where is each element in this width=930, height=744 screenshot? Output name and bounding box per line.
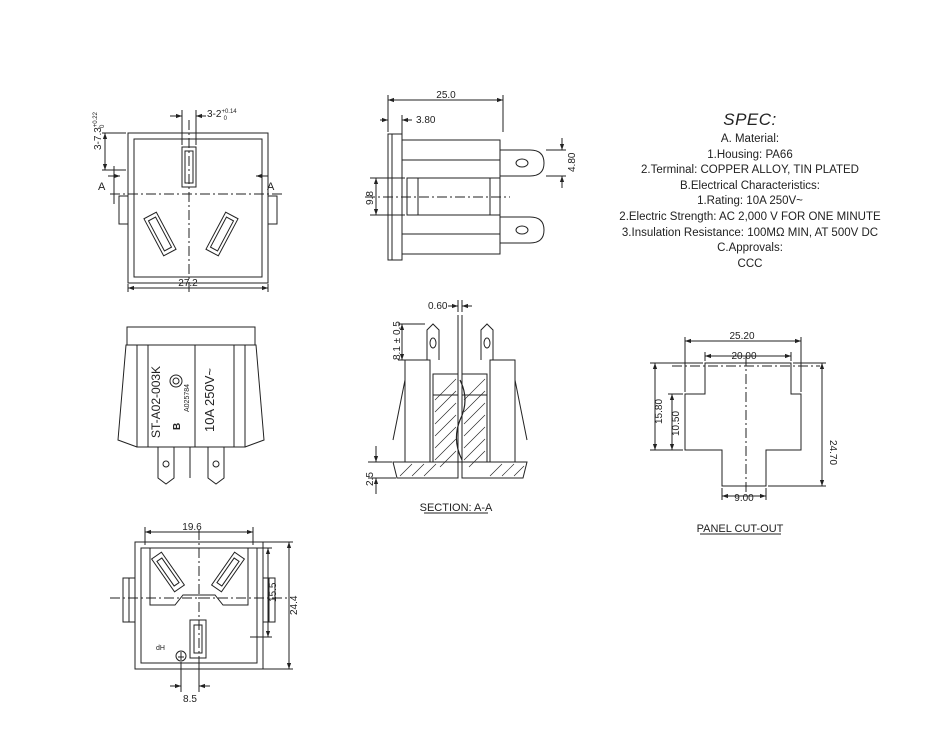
- ccc-mark-icon: [169, 374, 183, 388]
- dim-terminal-length: 8.1 ± 0.5: [392, 321, 403, 360]
- section-view-text: 0.60 8.1 ± 0.5 2.5 SECTION: A-A: [365, 301, 493, 514]
- dim-cutout-total-height: 24.70: [827, 440, 838, 465]
- spec-block: SPEC: A. Material: 1.Housing: PA66 2.Ter…: [600, 108, 900, 272]
- label-view-text: ST-A02-003K 10A 250V~ A025784 B: [149, 366, 217, 438]
- dim-front-width: 27.2: [178, 278, 198, 289]
- bottom-marking: dH: [156, 645, 165, 652]
- section-right-housing: [461, 359, 528, 479]
- dim-cutout-height-outer: 15.80: [654, 399, 665, 424]
- spec-line: 2.Electric Strength: AC 2,000 V FOR ONE …: [619, 210, 881, 223]
- spec-line: 1.Housing: PA66: [707, 148, 793, 161]
- label-terminal-2: [207, 447, 225, 485]
- section-terminal-left: [426, 323, 440, 360]
- section-view: [368, 300, 528, 514]
- part-number: ST-A02-003K: [149, 366, 163, 438]
- spec-line: CCC: [737, 257, 763, 270]
- front-right-latch: [267, 195, 278, 225]
- panel-cutout: [650, 337, 826, 535]
- label-top-cap: [126, 326, 256, 346]
- spec-title: SPEC:: [723, 110, 777, 129]
- bottom-live-terminal: [150, 551, 186, 593]
- cutout-caption: PANEL CUT-OUT: [697, 523, 784, 535]
- section-marker-left: A: [98, 181, 106, 193]
- side-terminal-bottom: [500, 216, 545, 244]
- dim-terminal: 4.80: [567, 152, 578, 172]
- dim-cutout-height-inner: 10.50: [671, 411, 682, 436]
- dim-base: 2.5: [365, 472, 376, 486]
- dim-flange: 3.80: [416, 115, 436, 126]
- panel-cutout-text: 25.20 20.00 15.80 10.50 24.70 9.00 PANEL…: [654, 331, 838, 535]
- spec-line: B.Electrical Characteristics:: [680, 179, 820, 192]
- label-view: [117, 326, 265, 485]
- front-view: [102, 110, 285, 292]
- section-terminal-right: [480, 323, 494, 360]
- spec-line: A. Material:: [720, 133, 780, 145]
- neutral-slot: [205, 211, 239, 257]
- front-inner-frame: [133, 138, 263, 278]
- dim-bottom-width: 19.6: [182, 522, 202, 533]
- side-terminal-top: [500, 149, 545, 177]
- approval-code: A025784: [184, 384, 191, 412]
- dim-cutout-bottom-width: 9.00: [734, 493, 754, 504]
- spec-line: 1.Rating: 10A 250V~: [697, 195, 803, 208]
- spec-line: 2.Terminal: COPPER ALLOY, TIN PLATED: [641, 164, 859, 177]
- rating-label: 10A 250V~: [202, 368, 217, 432]
- spec-line: 3.Insulation Resistance: 100MΩ MIN, AT 5…: [621, 226, 879, 239]
- front-housing: [127, 132, 269, 284]
- dim-height-tolerance: 3-7.3+0.220: [93, 111, 106, 150]
- spec-line: C.Approvals:: [717, 242, 783, 255]
- bottom-view: [110, 527, 293, 692]
- live-slot: [143, 211, 177, 257]
- dim-cutout-outer-width: 25.20: [729, 331, 754, 342]
- dim-gap: 0.60: [428, 301, 448, 312]
- dim-inner-height: 15.5: [268, 582, 279, 602]
- bottom-inner-frame: [149, 548, 249, 606]
- section-left-housing: [392, 359, 459, 479]
- side-view: [365, 95, 566, 261]
- dim-body-height: 9.8: [365, 191, 376, 205]
- bottom-view-text: 19.6 15.5 24.4 8.5 dH: [156, 522, 300, 705]
- bottom-neutral-terminal: [210, 551, 246, 593]
- section-caption: SECTION: A-A: [420, 502, 493, 514]
- dim-bottom-height: 24.4: [289, 595, 300, 615]
- bottom-earth-terminal: [189, 619, 207, 659]
- logo-mark: B: [172, 423, 183, 430]
- front-left-latch: [118, 195, 129, 225]
- side-view-text: 25.0 3.80 4.80 9.8: [365, 90, 578, 205]
- label-terminal-1: [157, 447, 175, 485]
- section-center-pin: [457, 315, 463, 478]
- earth-symbol-icon: [175, 650, 187, 662]
- dim-cutout-inner-width: 20.00: [731, 351, 756, 362]
- dim-spacing: 8.5: [183, 694, 197, 705]
- section-marker-right: A: [267, 181, 275, 193]
- cutout-outline: [684, 362, 802, 487]
- dim-side-length: 25.0: [436, 90, 456, 101]
